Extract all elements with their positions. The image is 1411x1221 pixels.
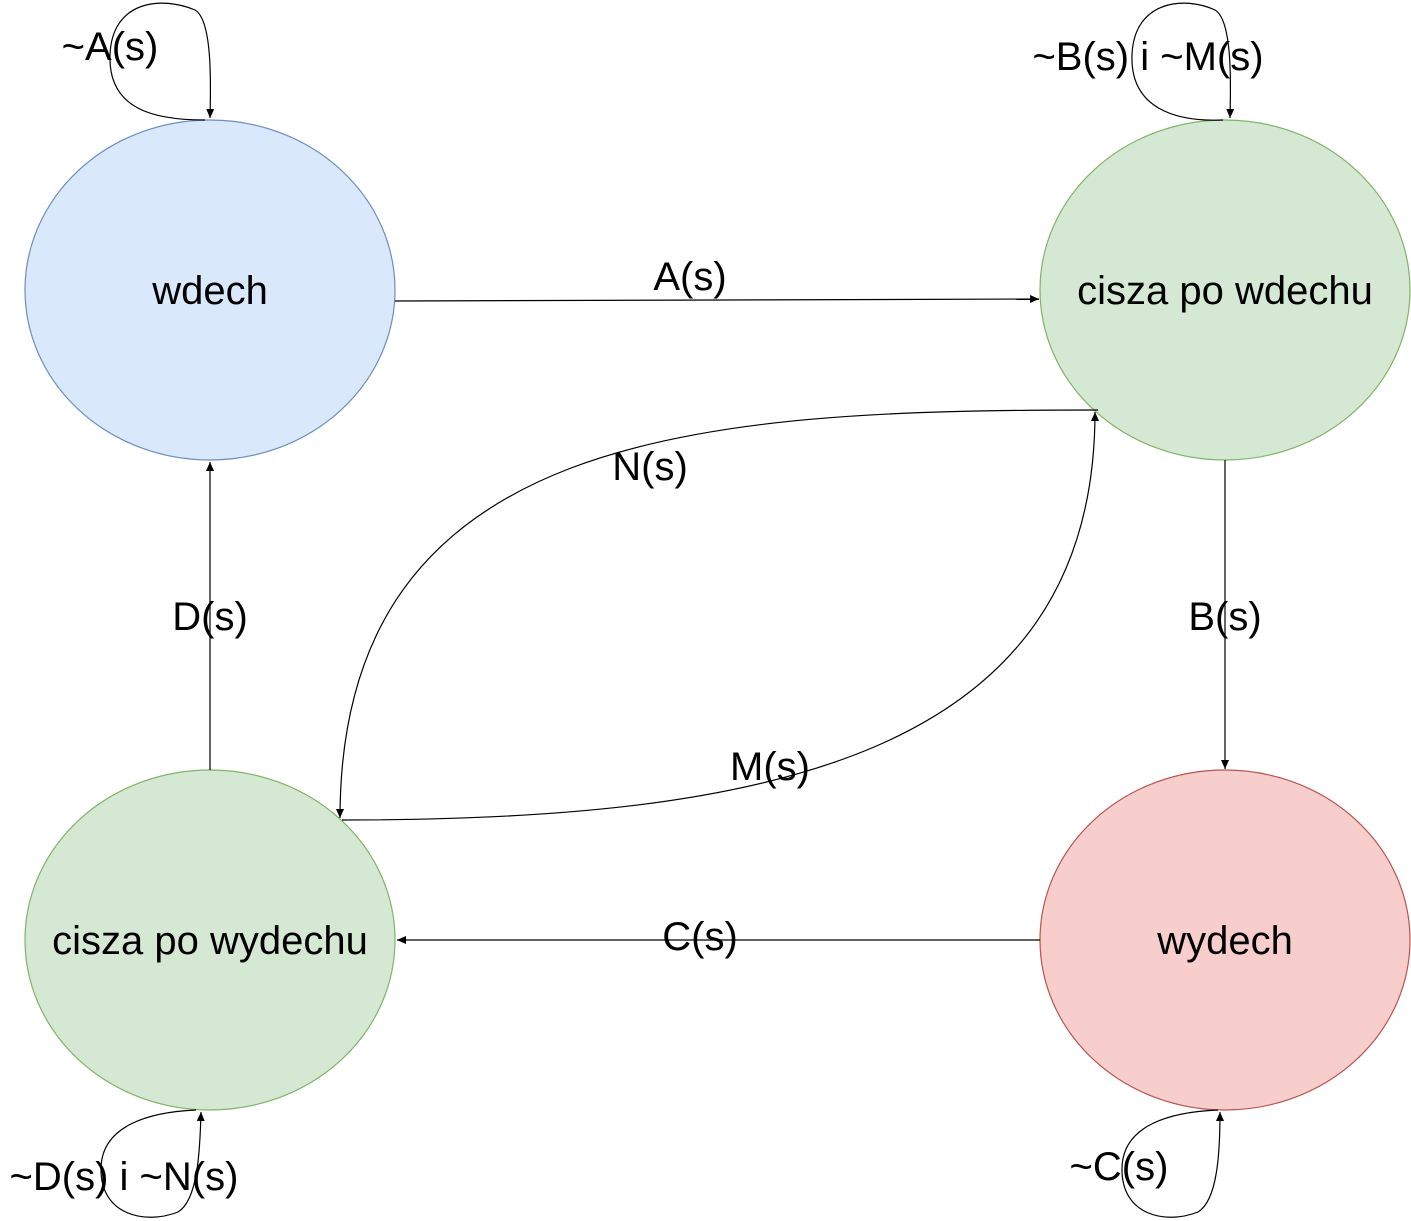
edge-a [394,295,1040,304]
loop-label-wdech: ~A(s) [62,25,159,69]
edge-label-b: B(s) [1188,595,1261,639]
node-label-wdech: wdech [151,269,268,313]
loop-wydech [1121,1109,1224,1218]
loop-label-cisza-po-wydechu: ~D(s) i ~N(s) [10,1155,239,1199]
loop-label-wydech: ~C(s) [1070,1145,1169,1189]
edge-n [336,409,1099,819]
loop-cisza-po-wydechu [100,1109,205,1218]
edge-label-m: M(s) [730,745,810,789]
edge-label-c: C(s) [662,915,738,959]
loop-wdech [109,2,215,121]
loop-label-cisza-po-wdechu: ~B(s) i ~M(s) [1032,35,1263,79]
edge-label-a: A(s) [653,255,726,299]
node-label-cisza-po-wydechu: cisza po wydechu [52,919,368,963]
edge-label-d: D(s) [172,595,248,639]
node-label-cisza-po-wdechu: cisza po wdechu [1077,269,1373,313]
edge-m [341,411,1099,821]
edge-label-n: N(s) [612,445,688,489]
loop-cisza-po-wdechu [1131,2,1235,121]
node-label-wydech: wydech [1156,919,1293,963]
node-wdech [24,119,396,461]
